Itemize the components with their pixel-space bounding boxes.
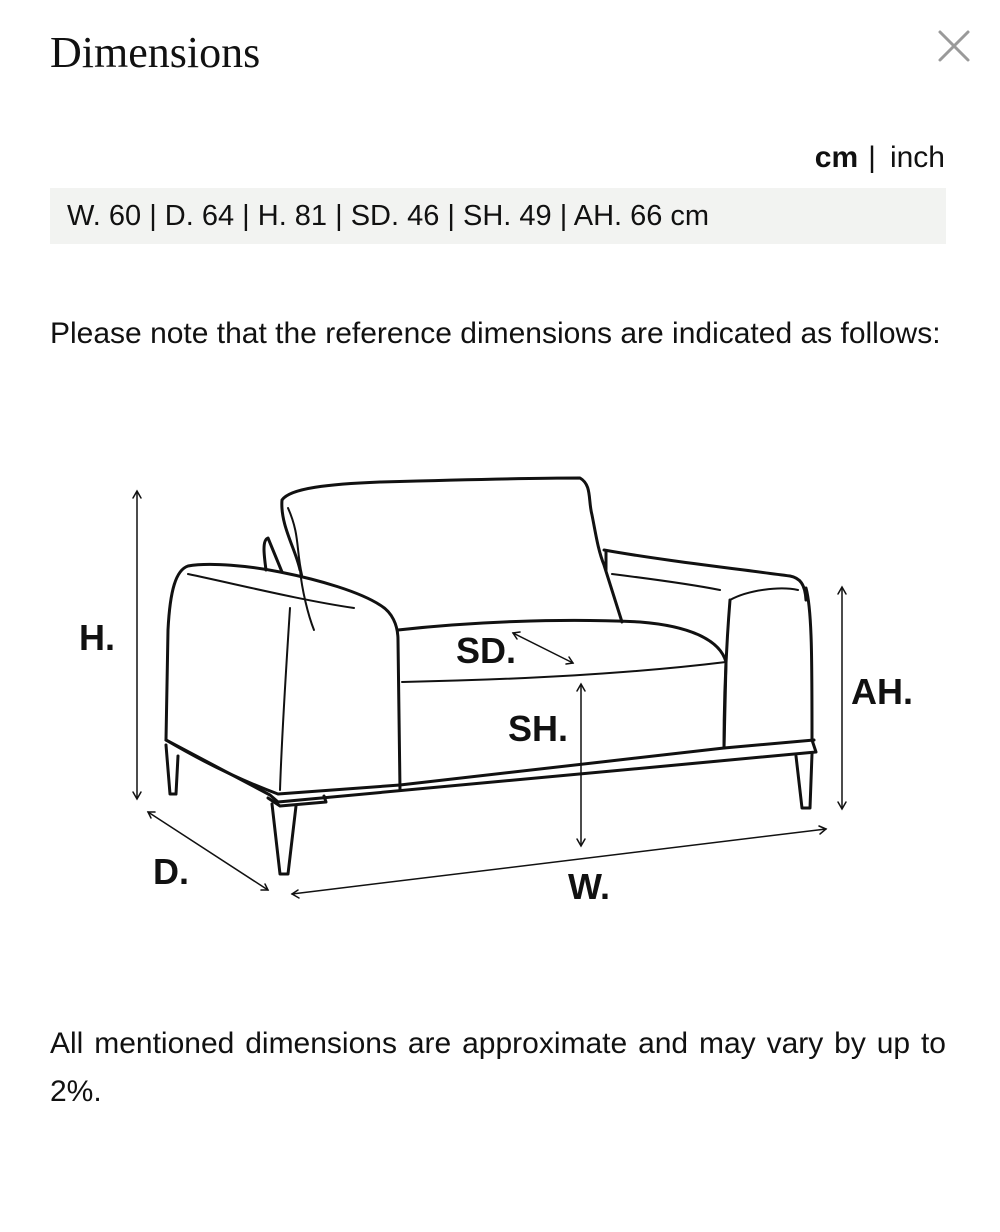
seat-depth-arrow-head-a [511,631,521,640]
back-frame-left [262,536,284,574]
right-arm-front [722,598,732,750]
left-arm-top-line [187,573,355,609]
right-arm-top-line [611,573,721,591]
label-arm-height: AH. [851,671,913,712]
arm-height-arrow-head-bottom [837,801,847,811]
base-frame [164,738,818,804]
left-arm-front-face [279,607,291,791]
label-seat-depth: SD. [456,630,516,671]
arm-height-arrow-head-top [837,585,847,595]
back-cushion-outline [280,476,624,624]
close-icon [938,30,970,62]
seat-height-arrow-head-top [576,682,586,692]
back-cushion-left-ridge [287,507,303,576]
leg-front-left [270,802,298,876]
width-arrow-head-b [818,825,828,835]
seat-height-arrow-head-bottom [576,838,586,848]
seat-depth-arrow [512,632,574,664]
width-arrow-head-a [290,889,300,899]
label-width: W. [568,866,610,907]
label-height: H. [79,617,115,658]
base-bottom [266,794,328,808]
seat-cushion-top [396,618,728,664]
right-arm-inner [729,587,799,601]
leg-front-right [794,752,814,810]
left-arm-outline [164,562,402,792]
unit-cm-option[interactable]: cm [814,141,859,174]
label-depth: D. [153,851,189,892]
dimensions-summary: W. 60 | D. 64 | H. 81 | SD. 46 | SH. 49 … [50,188,946,244]
seat-cushion-front [401,661,727,683]
width-arrow [291,828,827,895]
depth-arrow [147,811,269,891]
base-top [398,738,816,787]
close-button[interactable] [934,26,974,66]
modal-title: Dimensions [50,28,261,77]
leg-back-left [164,743,180,796]
height-arrow-head-bottom [132,791,142,801]
approximate-note: All mentioned dimensions are approximate… [50,1027,946,1108]
seat-depth-arrow-head-b [565,656,575,665]
right-arm-outline [604,550,814,742]
armchair-dimension-diagram: H. SD. SH. AH. D. W. [79,476,913,907]
unit-separator: | [868,141,876,174]
left-arm-base [164,738,402,796]
depth-arrow-head-a [146,811,156,819]
unit-toggle: cm | inch [815,138,945,178]
depth-arrow-head-b [260,883,270,891]
back-frame-right [602,548,808,602]
reference-note: Please note that the reference dimension… [50,317,941,350]
unit-inch-option[interactable]: inch [889,141,945,174]
label-seat-height: SH. [508,708,568,749]
height-arrow-head-top [132,489,142,499]
